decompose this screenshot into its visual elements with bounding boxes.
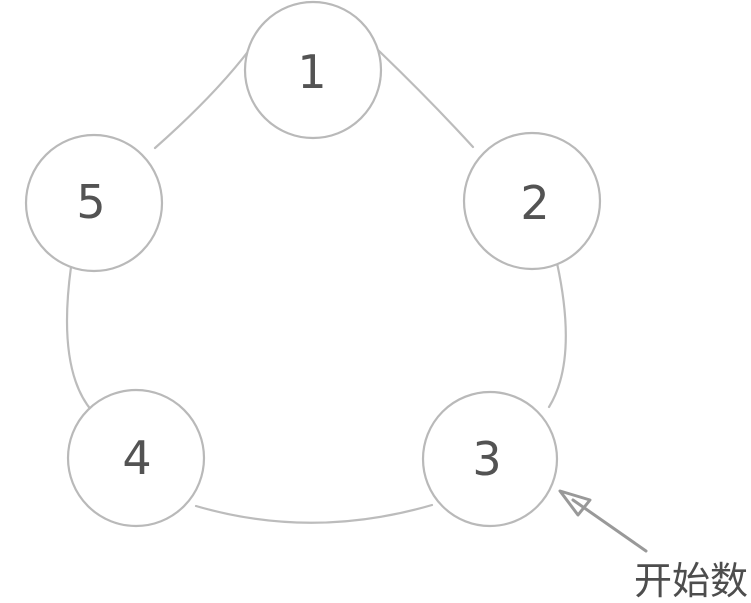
node-2-circle[interactable] [462,131,602,271]
annotation-arrow-shaft [571,498,648,553]
node-5-label: 5 [76,175,105,229]
edge-4-to-5 [65,265,94,413]
node-4[interactable]: 4 [66,388,206,528]
edge-2-to-3 [547,261,567,409]
node-2[interactable]: 2 [462,131,602,271]
node-1[interactable]: 1 [243,0,383,140]
node-4-label: 4 [122,431,151,485]
node-5[interactable]: 5 [24,133,164,273]
node-4-circle[interactable] [66,388,206,528]
node-3[interactable]: 3 [421,390,559,528]
node-2-label: 2 [520,176,549,230]
annotation-label: 开始数 [634,559,748,603]
ring-edges [65,47,567,524]
edge-1-to-2 [376,48,475,149]
node-3-label: 3 [472,432,501,486]
node-5-circle[interactable] [24,133,164,273]
edge-3-to-4 [194,503,434,524]
annotation-arrow-head-icon [558,489,592,517]
node-3-circle[interactable] [421,390,559,528]
start-annotation: 开始数 [558,489,748,603]
edge-5-to-1 [153,47,252,150]
node-1-label: 1 [297,45,326,99]
node-1-circle[interactable] [243,0,383,140]
